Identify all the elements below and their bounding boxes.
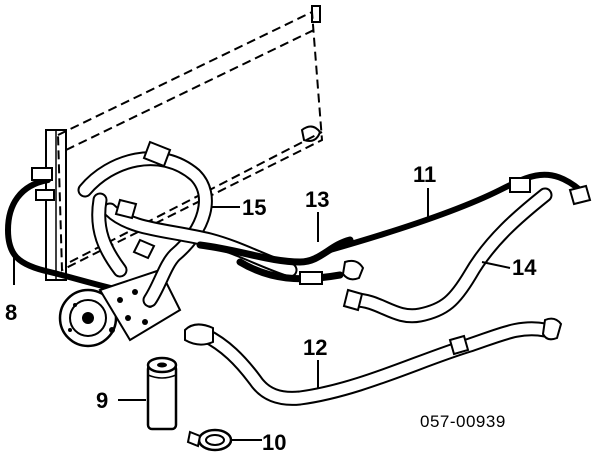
callout-9: 9 (96, 388, 108, 413)
callout-11: 11 (413, 162, 436, 187)
callout-8: 8 (5, 300, 17, 325)
callout-14: 14 (512, 255, 537, 280)
receiver-drier-9 (146, 356, 178, 431)
leader-lines (13, 188, 511, 441)
suction-hose-15 (77, 140, 298, 308)
condenser-outline (45, 5, 324, 281)
reference-code: 057-00939 (420, 412, 506, 431)
bracket-10 (186, 428, 233, 452)
callout-12: 12 (303, 335, 327, 360)
hose-12 (184, 317, 563, 406)
callout-13: 13 (305, 187, 329, 212)
callout-10: 10 (262, 430, 286, 455)
callout-15: 15 (242, 195, 266, 220)
pipe-11 (327, 171, 592, 253)
callout-labels: 8 9 10 11 12 13 14 15 (5, 162, 537, 455)
hose-14 (342, 187, 553, 324)
